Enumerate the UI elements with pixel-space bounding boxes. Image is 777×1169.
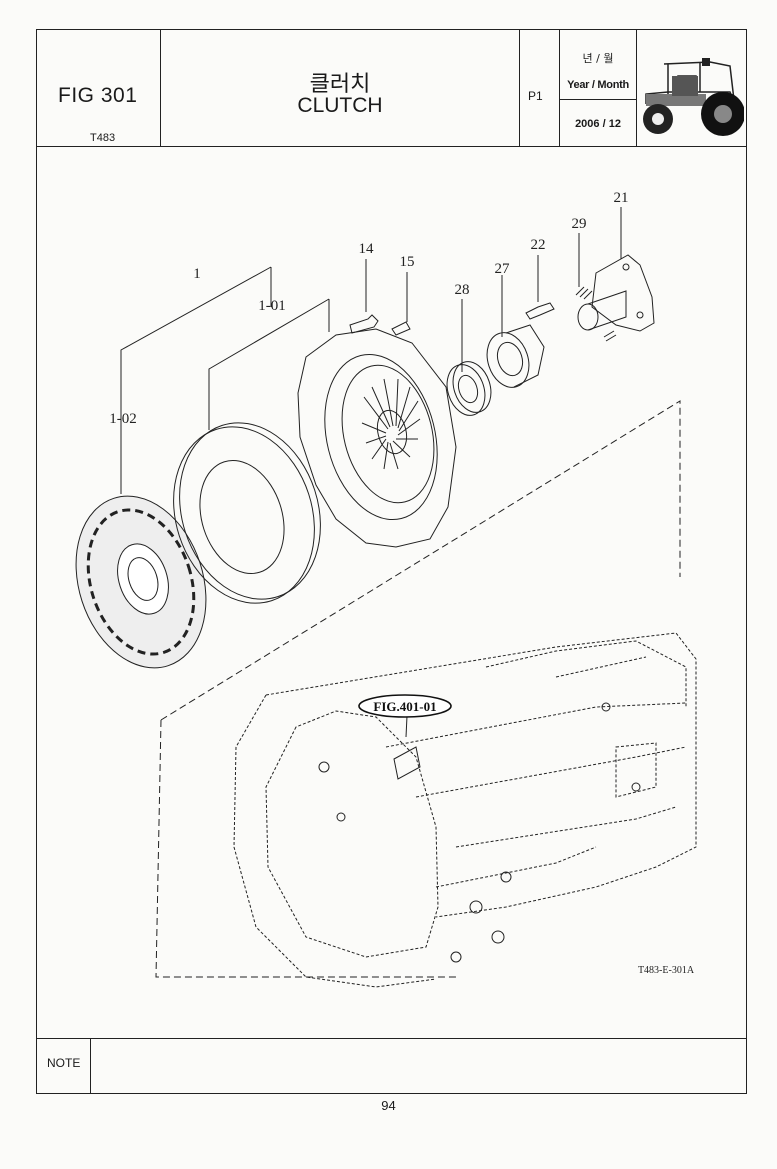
header-cell-divider-2 bbox=[519, 29, 520, 146]
callout-28: 28 bbox=[455, 282, 470, 298]
title-korean: 클러치 bbox=[309, 72, 371, 97]
callout-27: 27 bbox=[495, 261, 511, 277]
revision-date: 2006 / 12 bbox=[575, 118, 621, 130]
header-cell-divider-4 bbox=[636, 29, 637, 146]
title-english: CLUTCH bbox=[297, 94, 383, 117]
header-cell-divider-1 bbox=[160, 29, 161, 146]
drawing-code: T483-E-301A bbox=[638, 965, 695, 976]
callout-14: 14 bbox=[359, 241, 375, 257]
note-label: NOTE bbox=[47, 1056, 81, 1070]
callout-21: 21 bbox=[614, 190, 629, 206]
date-cell-divider bbox=[559, 99, 636, 100]
figure-number: FIG 301 bbox=[58, 84, 138, 107]
callout-1-02: 1-02 bbox=[109, 411, 137, 427]
page-code: P1 bbox=[528, 89, 543, 103]
note-cell-divider bbox=[90, 1038, 91, 1094]
model-code: T483 bbox=[90, 132, 116, 144]
note-divider bbox=[36, 1038, 747, 1039]
tractor-icon bbox=[643, 58, 744, 136]
callout-15: 15 bbox=[400, 254, 415, 270]
header-divider bbox=[36, 146, 747, 147]
clutch-exploded-diagram: FIG.401-01 1 1-01 1-02 14 15 28 27 22 29… bbox=[75, 190, 697, 988]
reference-label: FIG.401-01 bbox=[373, 699, 436, 714]
callout-1-01: 1-01 bbox=[258, 298, 286, 314]
callout-22: 22 bbox=[531, 237, 546, 253]
year-month-korean-label: 년 / 월 bbox=[582, 52, 614, 65]
year-month-label: Year / Month bbox=[567, 79, 629, 91]
callout-29: 29 bbox=[572, 216, 587, 232]
header-cell-divider-3 bbox=[559, 29, 560, 146]
page-frame bbox=[36, 29, 747, 1094]
callout-1: 1 bbox=[193, 266, 201, 282]
page-number: 94 bbox=[381, 1098, 396, 1113]
